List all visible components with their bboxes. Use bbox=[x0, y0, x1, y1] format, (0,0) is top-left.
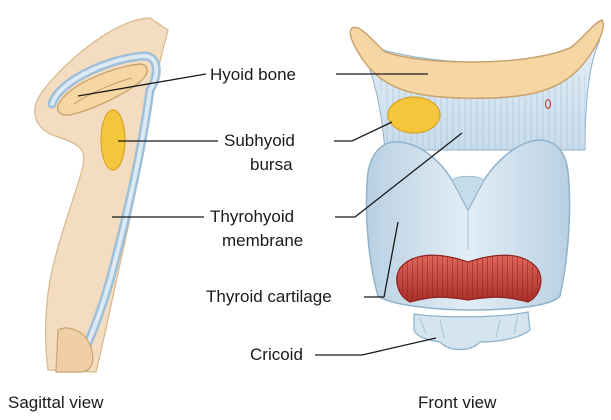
front-subhyoid-bursa bbox=[388, 97, 440, 133]
sagittal-subhyoid-bursa bbox=[101, 110, 125, 170]
sagittal-view bbox=[35, 18, 168, 372]
label-subhyoid-line2: bursa bbox=[250, 155, 293, 174]
cricoid-leader bbox=[315, 338, 436, 355]
front-view bbox=[350, 20, 603, 350]
labels: Hyoid bone Subhyoid bursa Thyrohyoid mem… bbox=[206, 65, 332, 364]
label-thyrohyoid-line1: Thyrohyoid bbox=[210, 207, 294, 226]
label-hyoid-bone: Hyoid bone bbox=[210, 65, 296, 84]
label-cricoid: Cricoid bbox=[250, 345, 303, 364]
front-cricoid bbox=[414, 312, 530, 350]
label-thyrohyoid-line2: membrane bbox=[222, 231, 303, 250]
label-thyroid-cartilage: Thyroid cartilage bbox=[206, 287, 332, 306]
label-subhyoid-line1: Subhyoid bbox=[224, 131, 295, 150]
caption-front-view: Front view bbox=[418, 393, 497, 412]
caption-sagittal-view: Sagittal view bbox=[8, 393, 104, 412]
